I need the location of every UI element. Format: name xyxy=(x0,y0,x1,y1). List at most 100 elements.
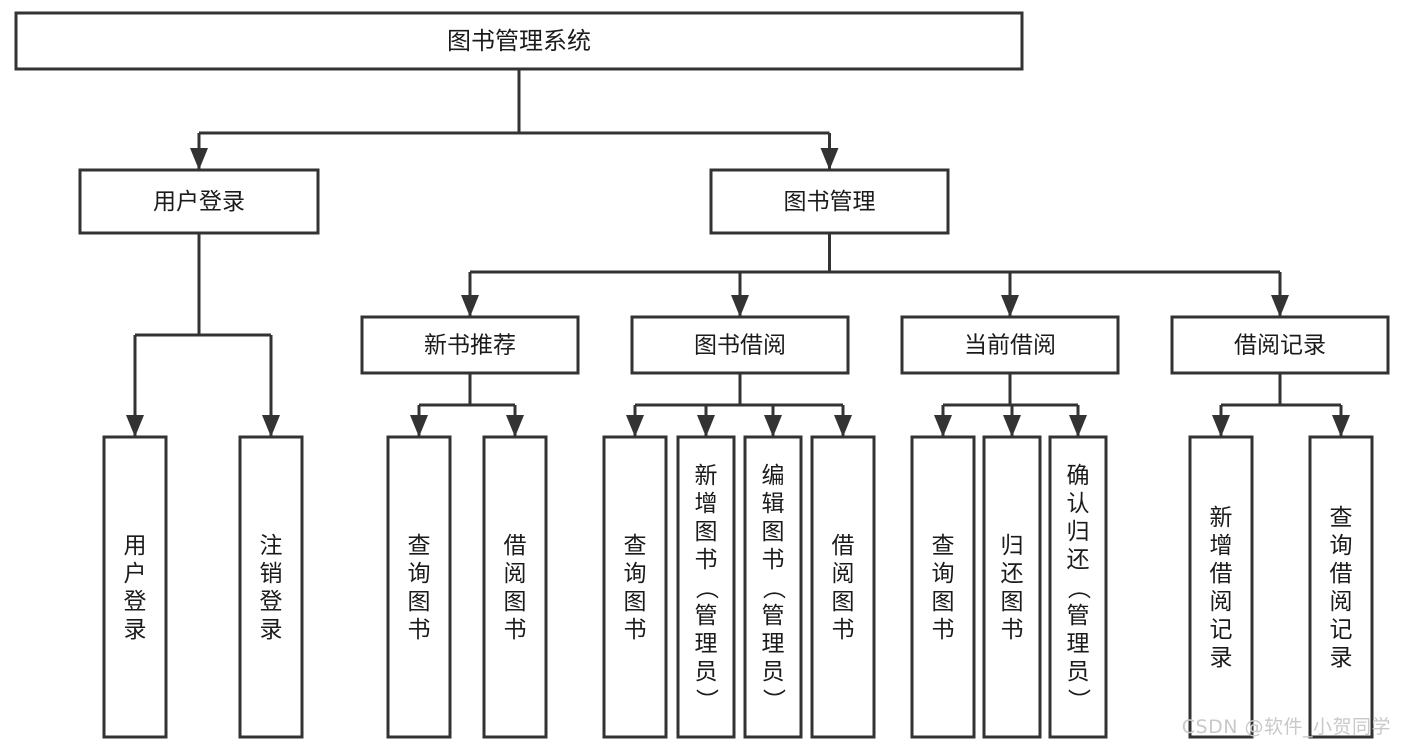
level2-node-用户登录-box[interactable] xyxy=(78,168,320,235)
新书推荐-to-leaves-arrow-0-icon xyxy=(410,415,428,437)
book-management-to-level3-arrow-1-icon xyxy=(731,295,749,317)
svg-text:）: ） xyxy=(1065,688,1091,711)
svg-text:员: 员 xyxy=(762,659,785,685)
leaf-node-确认归还管理员-10-box[interactable] xyxy=(1048,435,1108,739)
level3-node-新书推荐-box[interactable] xyxy=(360,315,580,375)
svg-text:书: 书 xyxy=(624,617,647,643)
svg-text:查: 查 xyxy=(624,533,647,559)
svg-text:编: 编 xyxy=(762,463,785,489)
leaf-node-查询图书-8-box[interactable] xyxy=(910,435,976,739)
leaf-node-查询图书-2-box[interactable] xyxy=(386,435,452,739)
svg-text:查: 查 xyxy=(932,533,955,559)
leaf-node-借阅图书-7-box[interactable] xyxy=(810,435,876,739)
svg-text:书: 书 xyxy=(408,617,431,643)
图书借阅-to-leaves-arrow-2-icon xyxy=(764,415,782,437)
svg-text:用: 用 xyxy=(124,533,147,559)
svg-text:录: 录 xyxy=(1330,645,1353,671)
svg-text:归: 归 xyxy=(1067,519,1090,545)
svg-text:）: ） xyxy=(693,688,719,711)
level3-node-新书推荐-label: 新书推荐 xyxy=(424,333,516,359)
svg-text:借: 借 xyxy=(832,533,855,559)
root-node-图书管理系统-label: 图书管理系统 xyxy=(447,27,591,55)
svg-text:阅: 阅 xyxy=(1210,589,1233,615)
level3-node-借阅记录-box[interactable] xyxy=(1170,315,1390,375)
svg-text:书: 书 xyxy=(504,617,527,643)
svg-text:图: 图 xyxy=(408,589,431,615)
level2-node-图书管理-label: 图书管理 xyxy=(784,189,876,215)
svg-text:新: 新 xyxy=(1210,505,1233,531)
svg-text:理: 理 xyxy=(695,631,718,657)
svg-text:（: （ xyxy=(760,576,786,599)
svg-text:记: 记 xyxy=(1210,617,1233,643)
leaf-node-查询借阅记录-12-box[interactable] xyxy=(1308,435,1374,739)
leaf-node-编辑图书管理员-6-box[interactable] xyxy=(743,435,803,739)
root-to-level2-arrow-0-icon xyxy=(190,148,208,170)
图书借阅-to-leaves-arrow-1-icon xyxy=(697,415,715,437)
svg-text:登: 登 xyxy=(260,589,283,615)
svg-text:新: 新 xyxy=(695,463,718,489)
leaf-node-归还图书-9-box[interactable] xyxy=(982,435,1042,739)
svg-text:销: 销 xyxy=(260,561,283,587)
借阅记录-to-leaves-arrow-0-icon xyxy=(1212,415,1230,437)
svg-text:图: 图 xyxy=(832,589,855,615)
level3-node-图书借阅-label: 图书借阅 xyxy=(694,333,786,359)
svg-text:查: 查 xyxy=(408,533,431,559)
svg-text:图: 图 xyxy=(695,519,718,545)
level3-node-图书借阅-box[interactable] xyxy=(630,315,850,375)
svg-text:记: 记 xyxy=(1330,617,1353,643)
level3-node-当前借阅-label: 当前借阅 xyxy=(964,333,1056,359)
leaf-node-借阅图书-3-box[interactable] xyxy=(482,435,548,739)
leaf-node-新增借阅记录-11-box[interactable] xyxy=(1188,435,1254,739)
svg-text:阅: 阅 xyxy=(1330,589,1353,615)
svg-text:还: 还 xyxy=(1067,547,1090,573)
level2-node-图书管理-box[interactable] xyxy=(709,168,950,235)
借阅记录-to-leaves-arrow-1-icon xyxy=(1332,415,1350,437)
svg-text:辑: 辑 xyxy=(762,491,785,517)
svg-text:）: ） xyxy=(760,688,786,711)
svg-text:询: 询 xyxy=(1330,533,1353,559)
svg-text:书: 书 xyxy=(832,617,855,643)
user-login-to-leaves-arrow-0-icon xyxy=(126,415,144,437)
book-management-to-level3-arrow-0-icon xyxy=(461,295,479,317)
svg-text:管: 管 xyxy=(1067,603,1090,629)
svg-text:书: 书 xyxy=(1001,617,1024,643)
图书借阅-to-leaves-arrow-0-icon xyxy=(626,415,644,437)
leaf-node-用户登录-0-box[interactable] xyxy=(102,435,168,739)
level3-node-当前借阅-box[interactable] xyxy=(900,315,1120,375)
svg-text:增: 增 xyxy=(695,491,718,517)
svg-text:图: 图 xyxy=(504,589,527,615)
csdn-watermark: CSDN @软件_小贺同学 xyxy=(1181,716,1391,738)
svg-text:还: 还 xyxy=(1001,561,1024,587)
book-management-to-level3-arrow-2-icon xyxy=(1001,295,1019,317)
level2-node-用户登录-label: 用户登录 xyxy=(153,189,245,215)
svg-text:阅: 阅 xyxy=(832,561,855,587)
svg-text:阅: 阅 xyxy=(504,561,527,587)
node-labels: 图书管理系统用户登录图书管理新书推荐图书借阅当前借阅借阅记录用户登录注销登录查询… xyxy=(124,27,1353,711)
svg-text:录: 录 xyxy=(260,617,283,643)
新书推荐-to-leaves-arrow-1-icon xyxy=(506,415,524,437)
root-to-level2-arrow-1-icon xyxy=(820,148,839,170)
svg-text:管: 管 xyxy=(762,603,785,629)
root-node-图书管理系统-box[interactable] xyxy=(14,11,1024,71)
svg-text:员: 员 xyxy=(1067,659,1090,685)
图书借阅-to-leaves-arrow-3-icon xyxy=(834,415,852,437)
leaf-node-新增图书管理员-5-box[interactable] xyxy=(676,435,736,739)
leaf-node-注销登录-1-box[interactable] xyxy=(238,435,304,739)
svg-text:询: 询 xyxy=(624,561,647,587)
leaf-node-用户登录-0-label: 用户登录 xyxy=(124,533,147,643)
leaf-node-查询图书-4-box[interactable] xyxy=(602,435,668,739)
node-boxes xyxy=(14,11,1390,739)
svg-text:图: 图 xyxy=(624,589,647,615)
svg-text:询: 询 xyxy=(932,561,955,587)
svg-text:书: 书 xyxy=(695,547,718,573)
